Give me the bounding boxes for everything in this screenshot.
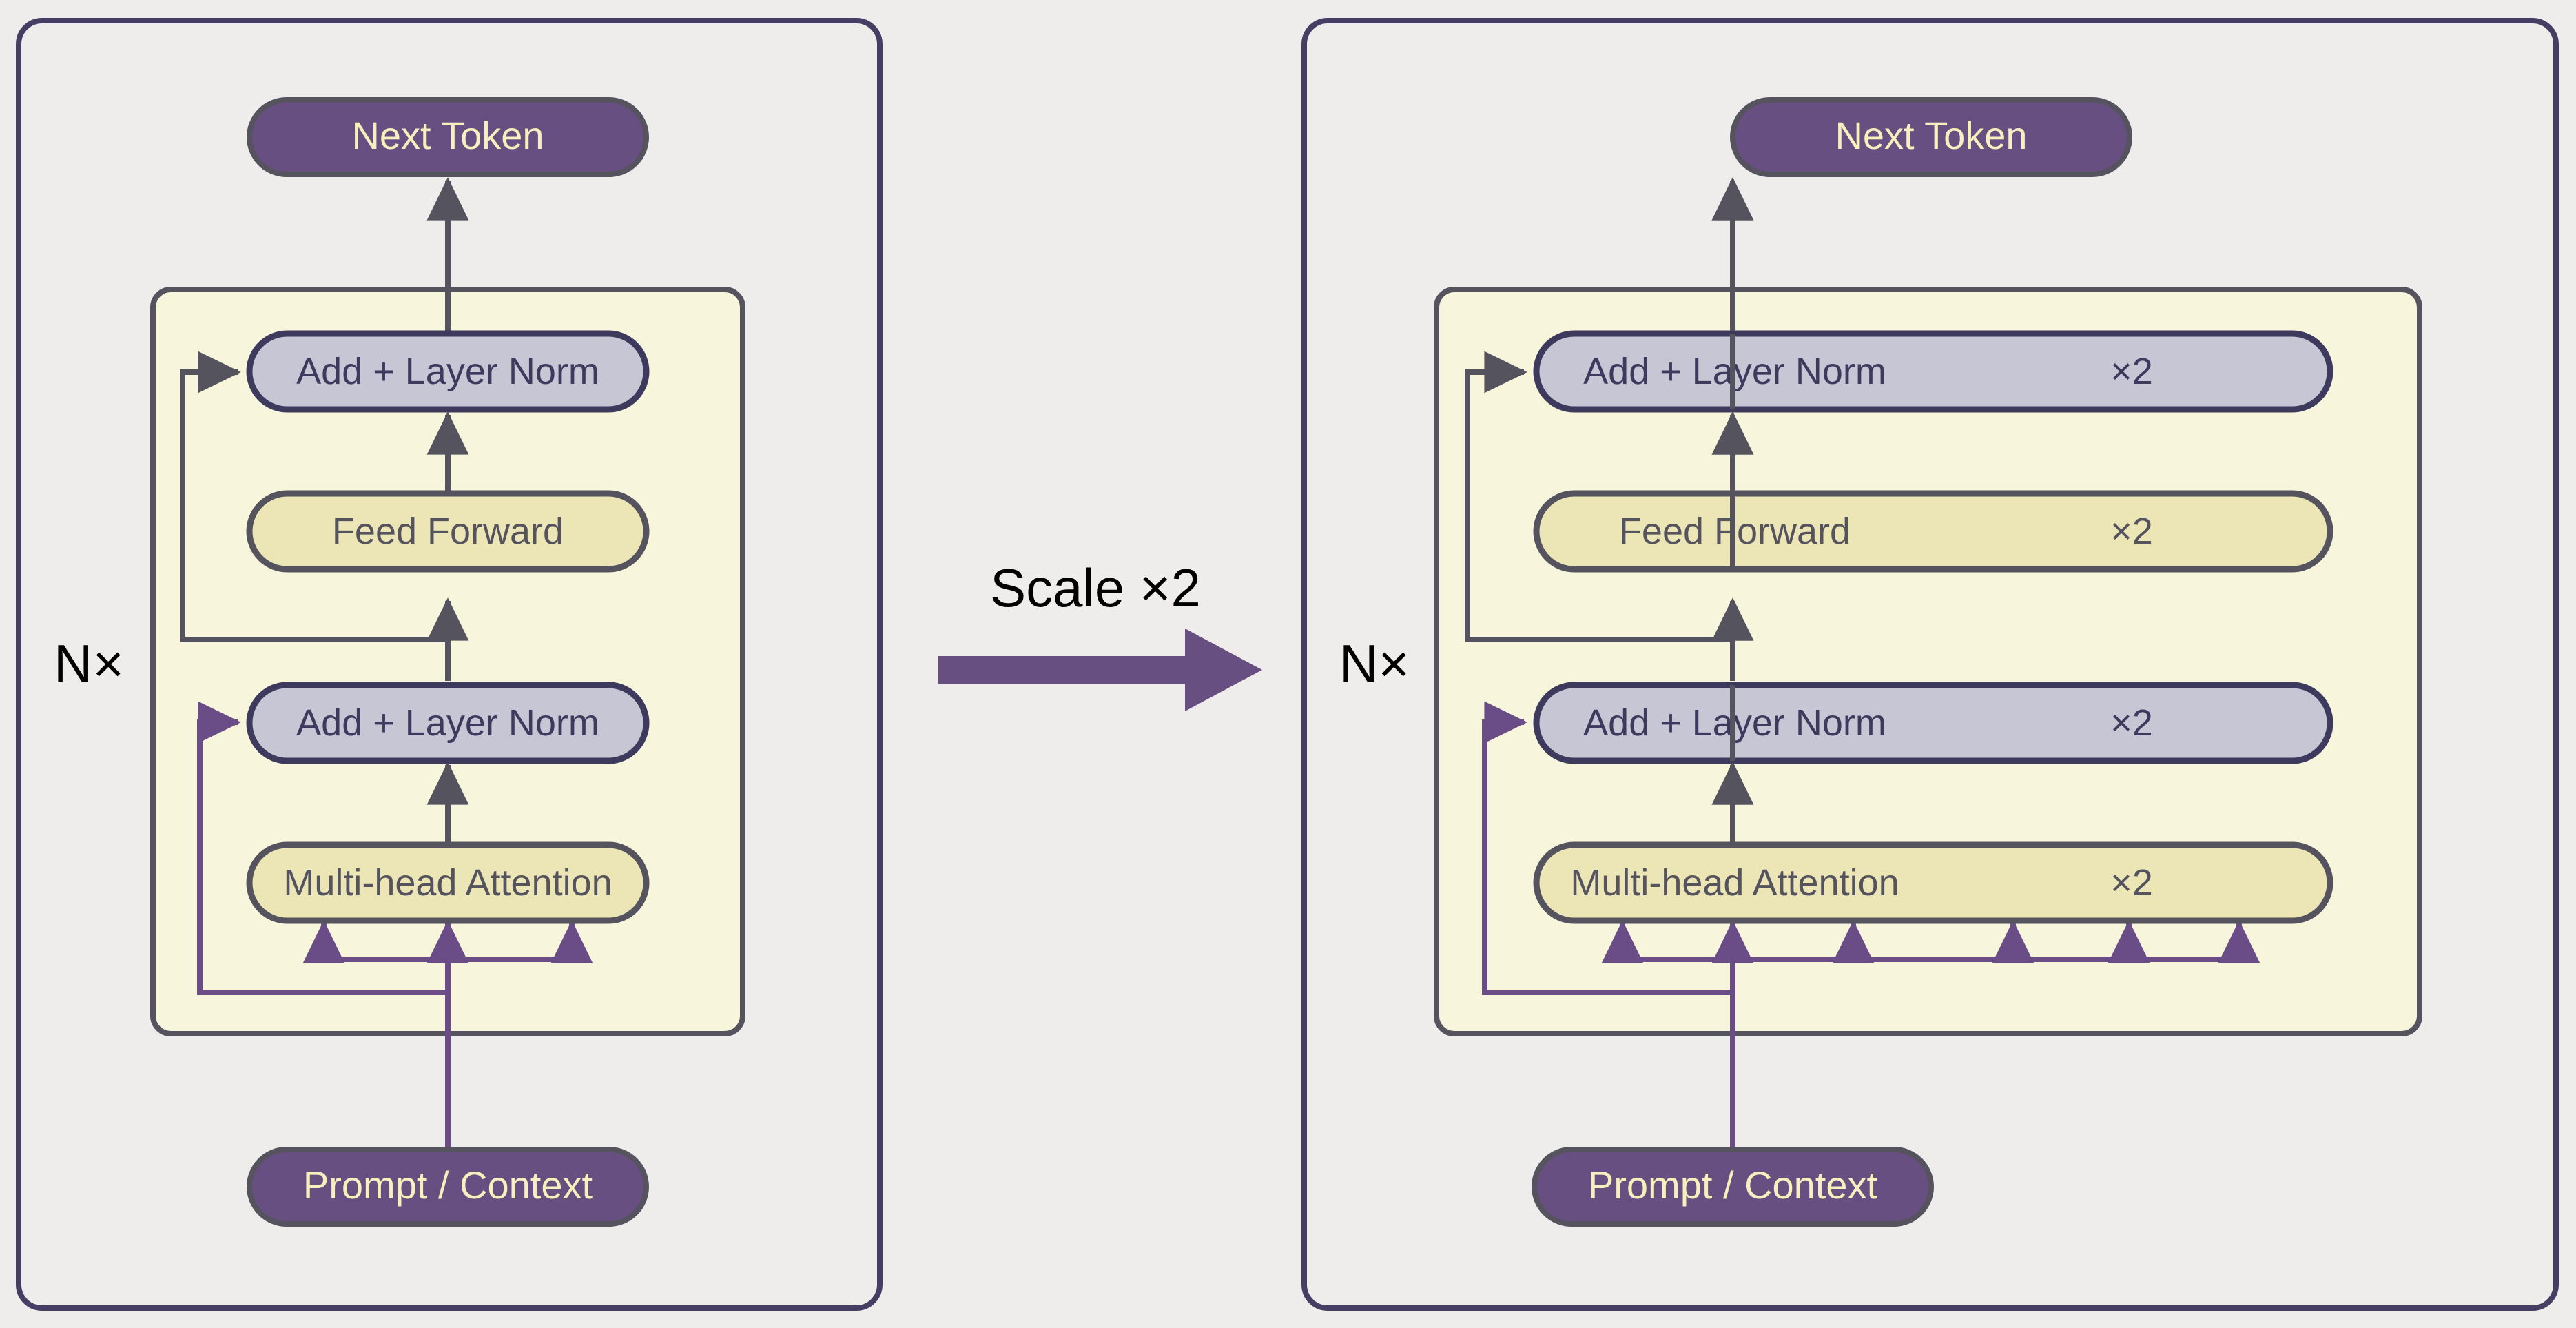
baseline-attention-label: Multi-head Attention — [283, 862, 612, 903]
baseline-norm-bottom-label: Add + Layer Norm — [296, 702, 599, 744]
scaled-output-node[interactable]: Next Token — [1730, 97, 2132, 177]
baseline-output-label: Next Token — [351, 114, 544, 157]
baseline-ff-label: Feed Forward — [332, 511, 564, 552]
scaled-input-shape — [1532, 1147, 1934, 1227]
baseline-block-multi-head-attention[interactable]: Multi-head Attention — [246, 841, 650, 924]
scaled-input-label: Prompt / Context — [1588, 1163, 1878, 1207]
scaled-input-node[interactable]: Prompt / Context — [1532, 1147, 1934, 1227]
scale-transition: Scale ×2 — [938, 558, 1262, 711]
scaled-residual-attention — [1482, 701, 1733, 995]
baseline-output-shape — [247, 97, 649, 177]
baseline-ff-shape — [246, 490, 650, 573]
baseline-residual-attention — [197, 701, 448, 995]
panel-baseline-border — [16, 18, 883, 1311]
baseline-input-shape — [247, 1147, 649, 1227]
scaled-block-add-layer-norm-top[interactable]: Add + Layer Norm ×2 — [1533, 330, 2333, 413]
baseline-norm-bottom-shape — [246, 682, 650, 764]
scaled-block-add-layer-norm-bottom[interactable]: Add + Layer Norm ×2 — [1533, 682, 2333, 764]
baseline-attention-shape — [246, 841, 650, 924]
baseline-output-node[interactable]: Next Token — [247, 97, 649, 177]
panel-baseline: N× Next Token Add + Layer Norm — [16, 18, 883, 1311]
scaled-attention-multiplier: ×2 — [2110, 862, 2153, 903]
scale-transition-arrow-icon — [938, 629, 1262, 711]
scaled-residual-ff — [1465, 351, 1733, 642]
baseline-norm-top-label: Add + Layer Norm — [296, 351, 599, 392]
baseline-residual-ff — [180, 351, 448, 642]
panel-scaled: N× Next Token Add + Layer Norm ×2 — [1301, 18, 2559, 1311]
baseline-block-add-layer-norm-top[interactable]: Add + Layer Norm — [246, 330, 650, 413]
baseline-repeat-label: N× — [54, 633, 124, 694]
scaled-output-shape — [1730, 97, 2132, 177]
scaled-ff-multiplier: ×2 — [2110, 511, 2153, 552]
baseline-norm-top-shape — [246, 330, 650, 413]
baseline-block-feed-forward[interactable]: Feed Forward — [246, 490, 650, 573]
scaled-output-label: Next Token — [1835, 114, 2027, 157]
panel-scaled-border — [1301, 18, 2559, 1311]
scaled-block-multi-head-attention[interactable]: Multi-head Attention ×2 — [1533, 841, 2333, 924]
scaled-repeat-label: N× — [1339, 633, 1410, 694]
baseline-block-add-layer-norm-bottom[interactable]: Add + Layer Norm — [246, 682, 650, 764]
baseline-input-node[interactable]: Prompt / Context — [247, 1147, 649, 1227]
baseline-input-label: Prompt / Context — [303, 1163, 593, 1207]
scaled-norm-top-multiplier: ×2 — [2110, 351, 2153, 392]
scaled-norm-bottom-multiplier: ×2 — [2110, 702, 2153, 744]
scale-transition-label: Scale ×2 — [990, 558, 1201, 618]
scaled-block-feed-forward[interactable]: Feed Forward ×2 — [1533, 490, 2333, 573]
scaled-attention-shape — [1533, 841, 2333, 924]
scaled-attention-label: Multi-head Attention — [1570, 862, 1899, 903]
